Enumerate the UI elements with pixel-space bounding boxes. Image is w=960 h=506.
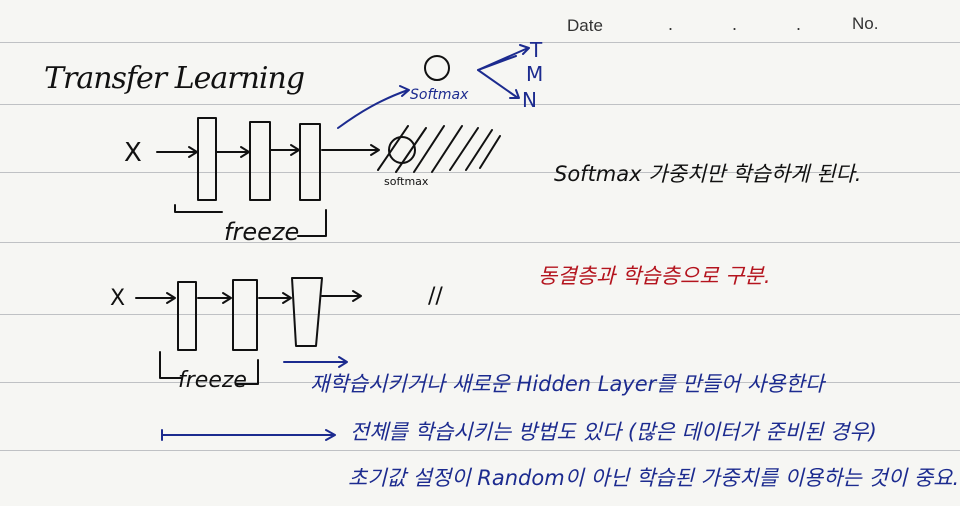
input-x-label-b: X — [110, 286, 126, 311]
freeze-bracket-2 — [159, 351, 259, 385]
arrow-layer2-to-layer3 — [270, 144, 300, 156]
date-dot: . — [668, 14, 674, 34]
layer-box-1 — [197, 117, 217, 201]
train-all-arrow — [161, 429, 336, 441]
layer-box-2 — [249, 121, 271, 201]
blue-note-2: 전체를 학습시키는 방법도 있다 (많은 데이터가 준비된 경우) — [350, 420, 877, 444]
red-note: 동결층과 학습층으로 구분. — [538, 264, 771, 288]
softmax-hatching — [377, 125, 501, 173]
input-x-label: X — [124, 138, 142, 168]
ruled-line — [0, 42, 960, 43]
arrow-layer3-to-softmax — [321, 144, 380, 156]
freeze-label-2: freeze — [178, 368, 247, 393]
output-T: T — [530, 38, 543, 62]
date-label: Date — [567, 16, 603, 35]
ruled-line — [0, 172, 960, 173]
output-M: M — [526, 62, 544, 86]
arrow-x-to-layer1 — [156, 146, 198, 158]
layer-box-3 — [299, 123, 321, 201]
note-softmax-only: Softmax 가중치만 학습하게 된다. — [554, 162, 862, 186]
ruled-line — [0, 314, 960, 315]
date-dot: . — [796, 14, 802, 34]
arrow-layer3-out-b — [321, 290, 362, 302]
blue-arrow-to-softmax — [337, 85, 410, 129]
softmax-top-label: Softmax — [410, 87, 469, 103]
softmax-output-node — [424, 55, 450, 81]
layer-box-b2 — [232, 279, 258, 351]
number-label: No. — [852, 14, 879, 33]
ruled-line — [0, 382, 960, 383]
arrow-layer1-to-layer2 — [216, 146, 250, 158]
ruled-line — [0, 450, 960, 451]
freeze-bracket-1 — [174, 204, 327, 237]
arrow-x-to-layer1-b — [135, 292, 176, 304]
blue-note-3: 초기값 설정이 Random이 아닌 학습된 가중치를 이용하는 것이 중요. — [348, 466, 960, 490]
output-N: N — [522, 88, 537, 112]
new-layer-arrow — [283, 356, 348, 368]
layer-box-b3 — [291, 277, 323, 347]
ruled-line — [0, 104, 960, 105]
continuation-mark: // — [428, 284, 443, 309]
fan-arrow-to-N — [477, 69, 520, 99]
date-dot: . — [732, 14, 738, 34]
fan-arrow-to-T — [477, 44, 530, 71]
notes-title: Transfer Learning — [44, 61, 305, 96]
layer-box-b1 — [177, 281, 197, 351]
arrow-layer1-to-layer2-b — [197, 292, 232, 304]
softmax-crossed-label: softmax — [384, 175, 429, 188]
arrow-layer2-to-layer3-b — [258, 292, 292, 304]
ruled-line — [0, 242, 960, 243]
freeze-label-1: freeze — [224, 218, 300, 246]
blue-note-1: 재학습시키거나 새로운 Hidden Layer를 만들어 사용한다 — [310, 372, 825, 396]
